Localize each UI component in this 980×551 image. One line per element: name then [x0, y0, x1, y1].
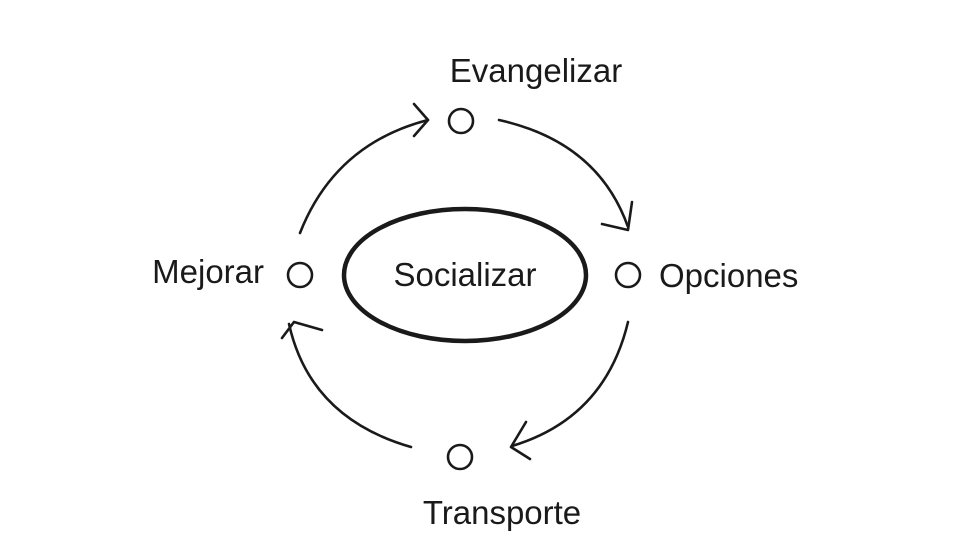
arrowhead-transporte-icon — [509, 420, 532, 461]
node-dot-transporte-icon — [446, 443, 474, 471]
node-label-opciones: Opciones — [659, 257, 798, 294]
edge-evangelizar-opciones — [497, 118, 634, 232]
center-label: Socializar — [393, 256, 536, 293]
node-dot-mejorar-icon — [286, 261, 314, 289]
arrowhead-mejorar-icon — [280, 320, 324, 340]
center-ellipse — [341, 206, 589, 344]
arc-opciones-transporte — [510, 320, 630, 448]
node-dot-evangelizar-icon — [447, 107, 475, 135]
arc-mejorar-evangelizar — [298, 118, 430, 235]
edge-mejorar-evangelizar — [298, 102, 430, 235]
arc-evangelizar-opciones — [497, 118, 630, 229]
arc-transporte-mejorar — [287, 322, 413, 449]
node-label-transporte: Transporte — [423, 494, 581, 531]
edge-opciones-transporte — [509, 320, 630, 461]
node-transporte: Transporte — [423, 443, 581, 531]
node-opciones: Opciones — [614, 257, 798, 294]
node-evangelizar: Evangelizar — [447, 52, 622, 135]
arrowhead-evangelizar-icon — [412, 102, 430, 138]
node-label-evangelizar: Evangelizar — [450, 52, 622, 89]
center-node: Socializar — [341, 206, 589, 344]
arrowhead-opciones-icon — [600, 200, 634, 232]
node-label-mejorar: Mejorar — [152, 253, 264, 290]
edge-transporte-mejorar — [280, 320, 413, 449]
node-mejorar: Mejorar — [152, 253, 314, 290]
node-dot-opciones-icon — [614, 261, 642, 289]
